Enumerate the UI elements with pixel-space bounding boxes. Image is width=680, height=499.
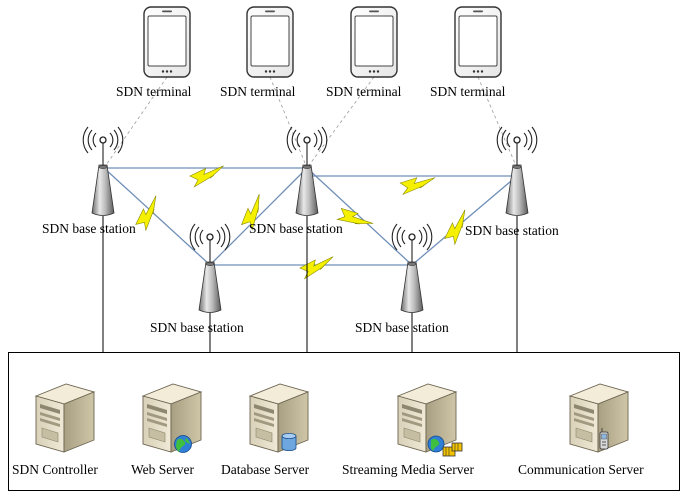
base-station-tower-icon	[391, 223, 433, 314]
base-station-tower-icon	[189, 223, 231, 314]
servers: SDN Controller Web Server Database Serve…	[12, 383, 644, 477]
server-icon	[142, 383, 202, 453]
database-icon	[281, 432, 297, 451]
server-label: Database Server	[221, 462, 310, 477]
bolt-2	[398, 173, 436, 198]
base-stations: SDN base station SDN base station SDN ba…	[42, 126, 559, 335]
server-icon	[249, 383, 309, 453]
phone-handset-icon	[599, 428, 609, 450]
sdn-controller	[35, 383, 95, 453]
terminal-label: SDN terminal	[116, 84, 192, 99]
wired-uplinks	[102, 216, 518, 352]
bolt-7	[298, 256, 335, 280]
smartphone-icon	[350, 6, 398, 78]
database-server	[249, 383, 309, 453]
web-server	[142, 383, 202, 453]
communication-server	[569, 383, 629, 453]
smartphone-icon	[454, 6, 502, 78]
bolt-1	[189, 165, 225, 188]
base-station-tower-icon	[286, 126, 328, 217]
base-station-tower-icon	[82, 126, 124, 217]
bolt-3	[129, 195, 170, 234]
server-icon	[569, 383, 629, 453]
globe-icon	[174, 435, 192, 453]
globe-icon	[427, 435, 445, 453]
terminals: SDN terminal SDN terminal SDN terminal S…	[116, 6, 506, 99]
server-icon	[397, 383, 457, 453]
terminal-label: SDN terminal	[220, 84, 296, 99]
smartphone-icon	[246, 6, 294, 78]
base-station-label: SDN base station	[150, 320, 244, 335]
server-label: Web Server	[131, 462, 195, 477]
base-station-label: SDN base station	[249, 221, 343, 236]
server-label: Communication Server	[518, 462, 644, 477]
streaming-media-server	[397, 383, 463, 457]
smartphone-icon	[143, 6, 191, 78]
base-station-label: SDN base station	[355, 320, 449, 335]
server-label: SDN Controller	[12, 462, 98, 477]
terminal-links	[103, 76, 518, 169]
media-film-icon	[442, 442, 463, 457]
terminal-label: SDN terminal	[326, 84, 402, 99]
base-station-label: SDN base station	[42, 221, 136, 236]
server-icon	[35, 383, 95, 453]
terminal-label: SDN terminal	[430, 84, 506, 99]
base-station-tower-icon	[496, 126, 538, 217]
base-station-label: SDN base station	[465, 223, 559, 238]
server-label: Streaming Media Server	[342, 462, 474, 477]
